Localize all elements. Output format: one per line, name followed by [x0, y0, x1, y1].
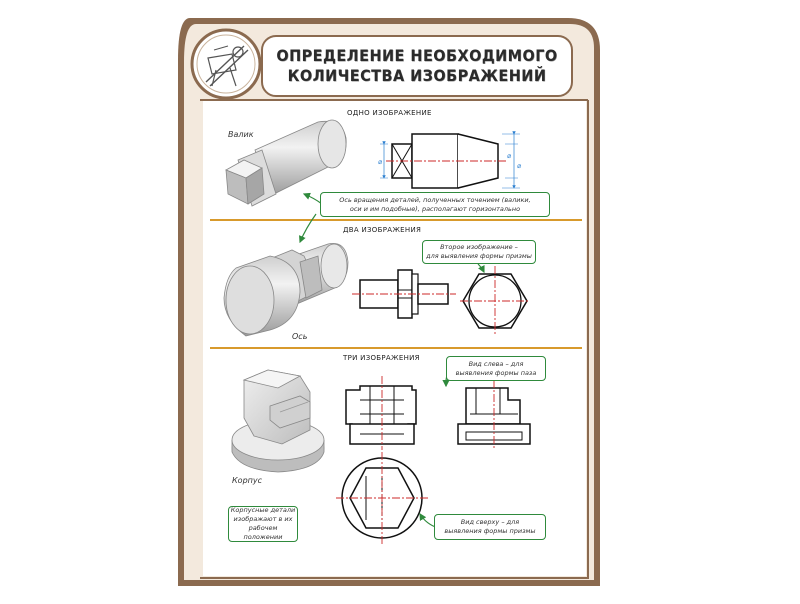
note-line: выявления формы паза — [455, 368, 537, 377]
shaft-3d — [225, 119, 347, 207]
shaft-drawing — [380, 131, 520, 189]
logo-emblem — [190, 28, 262, 100]
title-banner — [261, 35, 573, 97]
note-left-view: Вид слева – для выявления формы паза — [446, 356, 546, 381]
note-line: изображают в их — [233, 515, 293, 523]
axle-side-view — [460, 266, 530, 336]
note-line: Вид сверху – для — [460, 518, 520, 526]
note1-arrow-down — [299, 213, 317, 244]
housing-3d — [231, 369, 325, 473]
note-body-position: Корпусные детали изображают в их рабочем… — [228, 506, 298, 542]
part-label-housing: Корпус — [232, 476, 263, 485]
note-line: выявления формы призмы — [444, 527, 536, 535]
note-line: Вид слева – для — [468, 359, 524, 368]
housing-left-view — [457, 380, 531, 450]
dim-symbol-left: ⌀ — [378, 158, 382, 166]
note-line: рабочем положении — [243, 524, 283, 541]
note-second-view: Второе изображение – для выявления формы… — [422, 240, 536, 264]
note-horizontal-axis: Ось вращения деталей, полученных точение… — [320, 192, 550, 217]
part-label-axle: Ось — [292, 332, 308, 341]
housing-front-view — [345, 376, 417, 450]
axle-3d — [223, 243, 349, 337]
title-line-1: ОПРЕДЕЛЕНИЕ НЕОБХОДИМОГО — [276, 46, 558, 65]
housing-top-view — [336, 452, 428, 544]
dim-symbol-right-2: ⌀ — [517, 162, 521, 170]
part-label-shaft: Валик — [228, 130, 254, 139]
note-line: Ось вращения деталей, полученных точение… — [339, 195, 531, 204]
note-line: Второе изображение – — [440, 243, 518, 251]
dim-symbol-right-1: ⌀ — [507, 152, 511, 160]
section-heading-two: ДВА ИЗОБРАЖЕНИЯ — [343, 226, 422, 234]
note-top-view: Вид сверху – для выявления формы призмы — [434, 514, 546, 540]
axle-front-view — [352, 269, 456, 319]
note2-arrow — [477, 263, 485, 274]
title-line-2: КОЛИЧЕСТВА ИЗОБРАЖЕНИЙ — [287, 66, 547, 85]
note-line: Корпусные детали — [230, 506, 296, 514]
section-heading-one: ОДНО ИЗОБРАЖЕНИЕ — [347, 109, 432, 117]
note-line: для выявления формы призмы — [426, 252, 532, 260]
section-heading-three: ТРИ ИЗОБРАЖЕНИЯ — [343, 354, 420, 362]
page-title: ОПРЕДЕЛЕНИЕ НЕОБХОДИМОГО КОЛИЧЕСТВА ИЗОБ… — [266, 40, 568, 92]
note-line: оси и им подобные), располагают горизонт… — [349, 204, 521, 213]
